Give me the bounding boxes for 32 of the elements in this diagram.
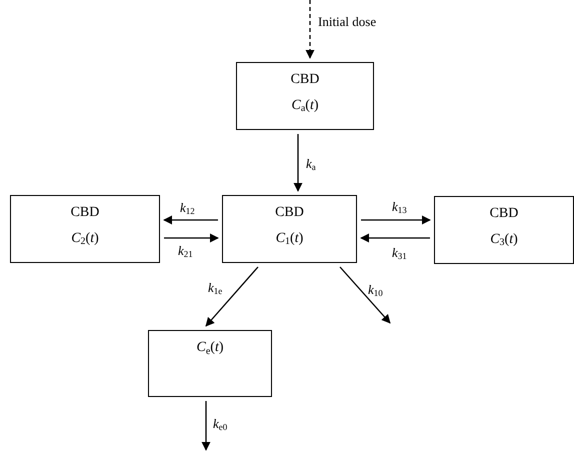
- arrow: [361, 216, 431, 224]
- compartment-box: [434, 196, 574, 264]
- arrow: [306, 0, 314, 59]
- edge-label: k$_{10}$: [368, 282, 383, 298]
- arrow: [202, 401, 210, 451]
- compartment-label: C$_{2}$(t): [71, 230, 99, 247]
- edge-label: k$_{1e}$: [208, 280, 222, 296]
- arrow: [163, 216, 218, 224]
- compartment-label: C$_{e}$(t): [196, 339, 224, 356]
- compartment-label: CBD: [275, 204, 304, 222]
- arrow: [340, 266, 391, 324]
- edge-label: k$_{31}$: [392, 245, 407, 262]
- compartment-box: [148, 330, 272, 397]
- arrow: [360, 234, 430, 242]
- compartment-label: C$_{a}$(t): [291, 96, 319, 114]
- arrow: [205, 266, 258, 327]
- compartment-label: C$_{3}$(t): [490, 230, 518, 248]
- compartment-box: [236, 62, 374, 130]
- compartment-box: [10, 195, 160, 263]
- edge-label: k$_{12}$: [180, 200, 195, 216]
- compartment-box: [222, 195, 357, 263]
- compartment-label: CBD: [290, 71, 320, 88]
- edge-label: k$_{e0}$: [213, 416, 228, 432]
- edge-label: Initial dose: [318, 14, 376, 30]
- edge-label: k$_{a}$: [306, 156, 316, 172]
- compartment-label: CBD: [490, 205, 518, 222]
- arrow: [294, 134, 302, 192]
- compartment-label: CBD: [70, 204, 100, 222]
- compartment-label: C$_{1}$(t): [276, 230, 304, 247]
- edge-label: k$_{13}$: [392, 199, 407, 216]
- arrow: [164, 234, 219, 242]
- edge-label: k$_{21}$: [178, 243, 193, 260]
